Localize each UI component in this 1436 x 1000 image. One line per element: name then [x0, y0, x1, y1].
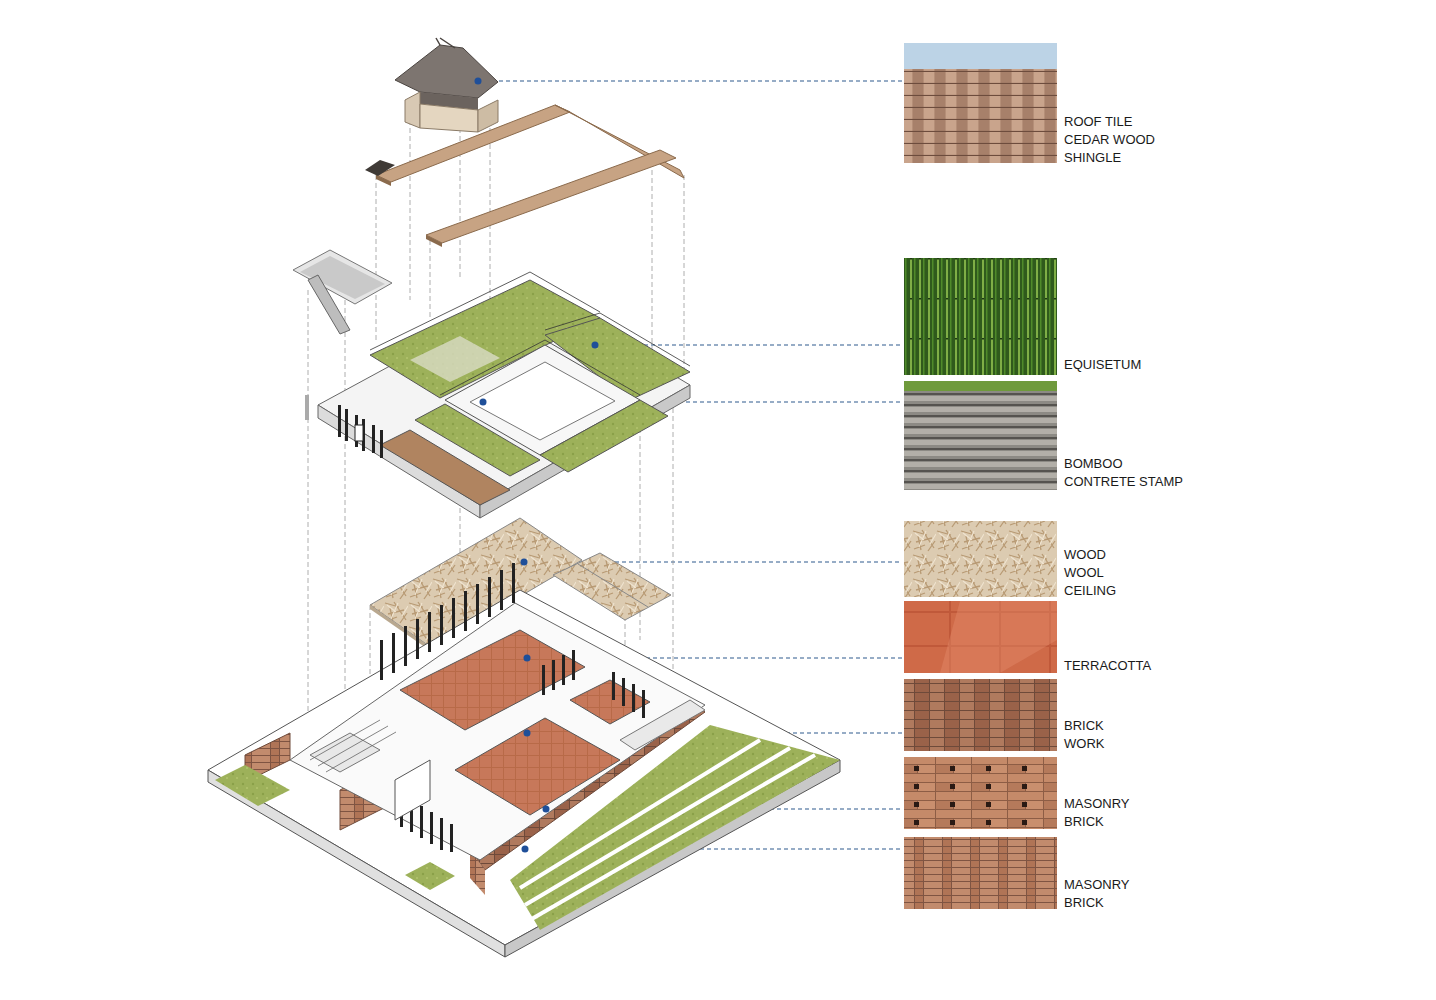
material-swatches: [904, 43, 1057, 909]
material-label: BRICK WORK: [1064, 717, 1126, 753]
material-label: TERRACOTTA: [1064, 657, 1151, 675]
material-label: BOMBOO CONTRETE STAMP: [1064, 455, 1192, 491]
material-label: MASONRY BRICK: [1064, 876, 1146, 912]
ground-level: [208, 563, 840, 957]
material-label: MASONRY BRICK: [1064, 795, 1146, 831]
material-label: EQUISETUM: [1064, 356, 1141, 374]
callout-dots: [475, 78, 599, 853]
material-label: WOOD WOOL CEILING: [1064, 546, 1126, 600]
material-label: ROOF TILE CEDAR WOOD SHINGLE: [1064, 113, 1168, 167]
green-roof-level: [318, 272, 690, 518]
